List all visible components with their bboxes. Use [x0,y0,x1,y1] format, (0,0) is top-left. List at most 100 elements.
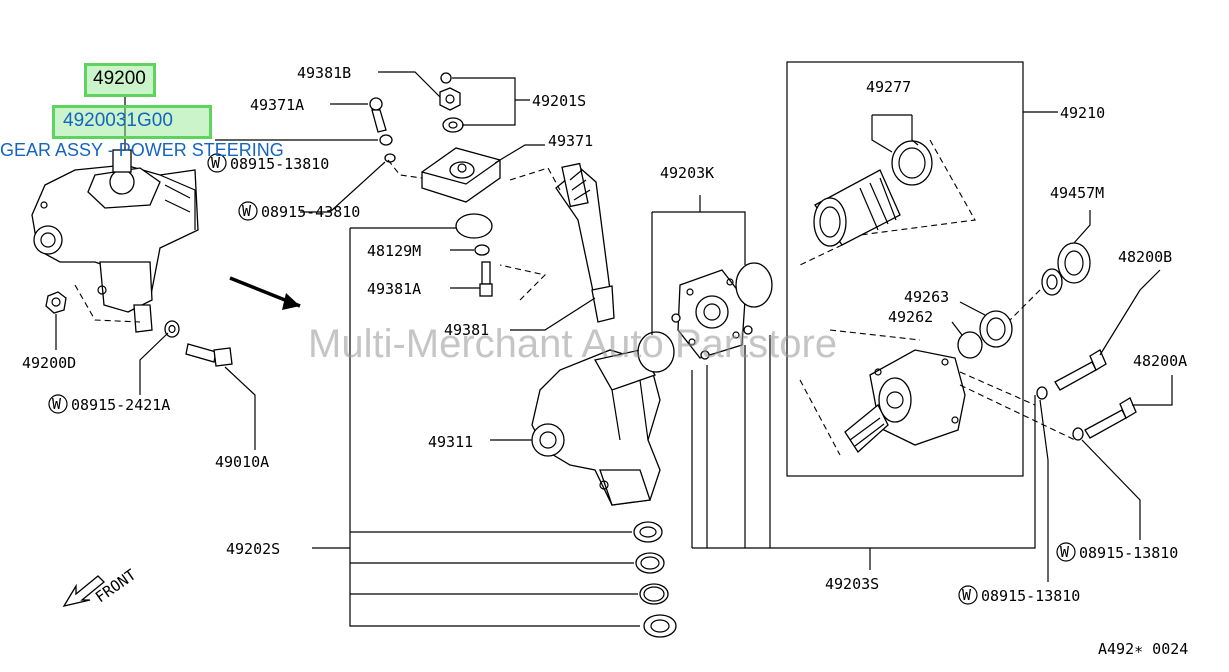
end-plate-49203k [677,269,746,359]
piston-49277 [813,169,901,247]
label-48129m: 48129M [367,242,421,260]
label-08915-13810-bottom: 08915-13810 [981,587,1080,605]
dashed-guide-seal [1009,289,1041,321]
bracket-49201s [452,77,530,126]
nut-49381b [439,87,461,111]
dashed-guide-valve [799,329,1076,456]
label-48200b: 48200B [1118,248,1172,266]
diagram-code: A492∗ 0024 [1098,640,1188,658]
label-08915-43810: 08915-43810 [261,203,360,221]
part-description: GEAR ASSY - POWER STEERING [0,140,284,160]
leader-08915-13810-right [1081,439,1141,540]
bolt-48200a [1084,397,1137,439]
part-number-hotspot[interactable]: 49200 [84,63,156,97]
label-49277: 49277 [866,78,911,96]
washer-symbol: W [1060,543,1070,561]
label-49210: 49210 [1060,104,1105,122]
label-w-08915-43810: W 08915-43810 [238,201,360,221]
bolt-49010a [185,343,233,367]
label-49262: 49262 [888,308,933,326]
leader-48200a [1132,375,1173,406]
leader-49371 [494,144,545,164]
bracket-49202s [312,227,640,627]
front-arrow-icon [62,575,105,607]
label-49203s: 49203S [825,575,879,593]
shaft-49381 [555,162,615,323]
washer-symbol: W [211,154,221,172]
bolt-49371a [369,97,387,133]
washer-08915-13810-bottom [1036,386,1048,400]
o-ring-left-49203k [637,331,675,373]
gear-assembly-drawing [31,149,199,333]
washer-08915-43810 [384,153,396,163]
leader-48200b [1099,269,1161,356]
label-49457m: 49457M [1050,184,1104,202]
dashed-guide-cover [387,159,423,179]
leader-08915-43810 [300,161,386,213]
leader-49263 [959,301,986,316]
seal-49457m [1057,242,1091,284]
washer-near-49010a [164,320,180,338]
label-49371a: 49371A [250,96,304,114]
part-number: 49200 [93,68,146,89]
box-49210 [786,61,1024,477]
valve-49381a [479,261,493,297]
label-49010a: 49010A [215,453,269,471]
leader-49381b [378,71,441,98]
ring-49277 [891,140,933,186]
leader-49262 [951,321,963,336]
label-w-08915-2421a: W 08915-2421A [48,394,170,414]
leader-49457m [1073,210,1091,244]
catalog-number-hotspot[interactable]: 4920031G00 [52,105,212,139]
label-w-08915-13810-bottom: W 08915-13810 [958,585,1080,605]
label-49371: 49371 [548,132,593,150]
bracket-49203s [691,335,1036,570]
cover-49371 [421,147,501,203]
seal-49263-inner [986,317,1006,341]
label-w-08915-13810-right: W 08915-13810 [1056,542,1178,562]
housing-49311 [531,349,661,506]
o-ring-49262 [957,331,983,359]
o-ring-cover [455,213,493,239]
dashed-guide-left [74,284,141,323]
o-ring-48129m [474,244,490,256]
front-label: FRONT [92,566,139,607]
label-49202s: 49202S [226,540,280,558]
label-49263: 49263 [904,288,949,306]
catalog-number: 4920031G00 [63,110,173,131]
label-49381b: 49381B [297,64,351,82]
watermark: Multi-Merchant Auto Partstore [308,322,838,366]
leader-49381 [510,297,596,331]
small-seal-49203k-1 [671,313,681,323]
seal-49263 [979,310,1013,348]
label-49381: 49381 [444,321,489,339]
label-08915-2421a: 08915-2421A [71,396,170,414]
bolt-48200b [1054,349,1107,391]
label-49201s: 49201S [532,92,586,110]
label-08915-13810-right: 08915-13810 [1079,544,1178,562]
label-w-08915-13810-top: W 08915-13810 [207,153,329,173]
nut-49200d [45,291,67,314]
valve-body-assembly [844,349,966,453]
o-ring-large-49203k [735,262,773,308]
label-49381a: 49381A [367,280,421,298]
small-ring-49381b [440,72,452,84]
small-seal-49203k-2 [743,325,753,335]
dashed-guide-piston [799,139,976,266]
bracket-49203k [651,195,746,335]
washer-08915-13810-right [1072,427,1084,441]
leader-08915-2421a [139,332,169,395]
washer-08915-13810-top [379,134,393,146]
leader-08915-13810-bottom [1039,399,1049,582]
ring-set-49202s [633,521,677,638]
arrow-icon [229,276,301,310]
washer-symbol: W [962,586,972,604]
leader-49277 [871,114,919,153]
label-08915-13810-top: 08915-13810 [230,155,329,173]
leader-49010a [224,366,256,450]
dashed-guide-shaft [499,167,561,301]
label-49200d: 49200D [22,354,76,372]
snap-ring-right [1041,268,1063,296]
label-49203k: 49203K [660,164,714,182]
